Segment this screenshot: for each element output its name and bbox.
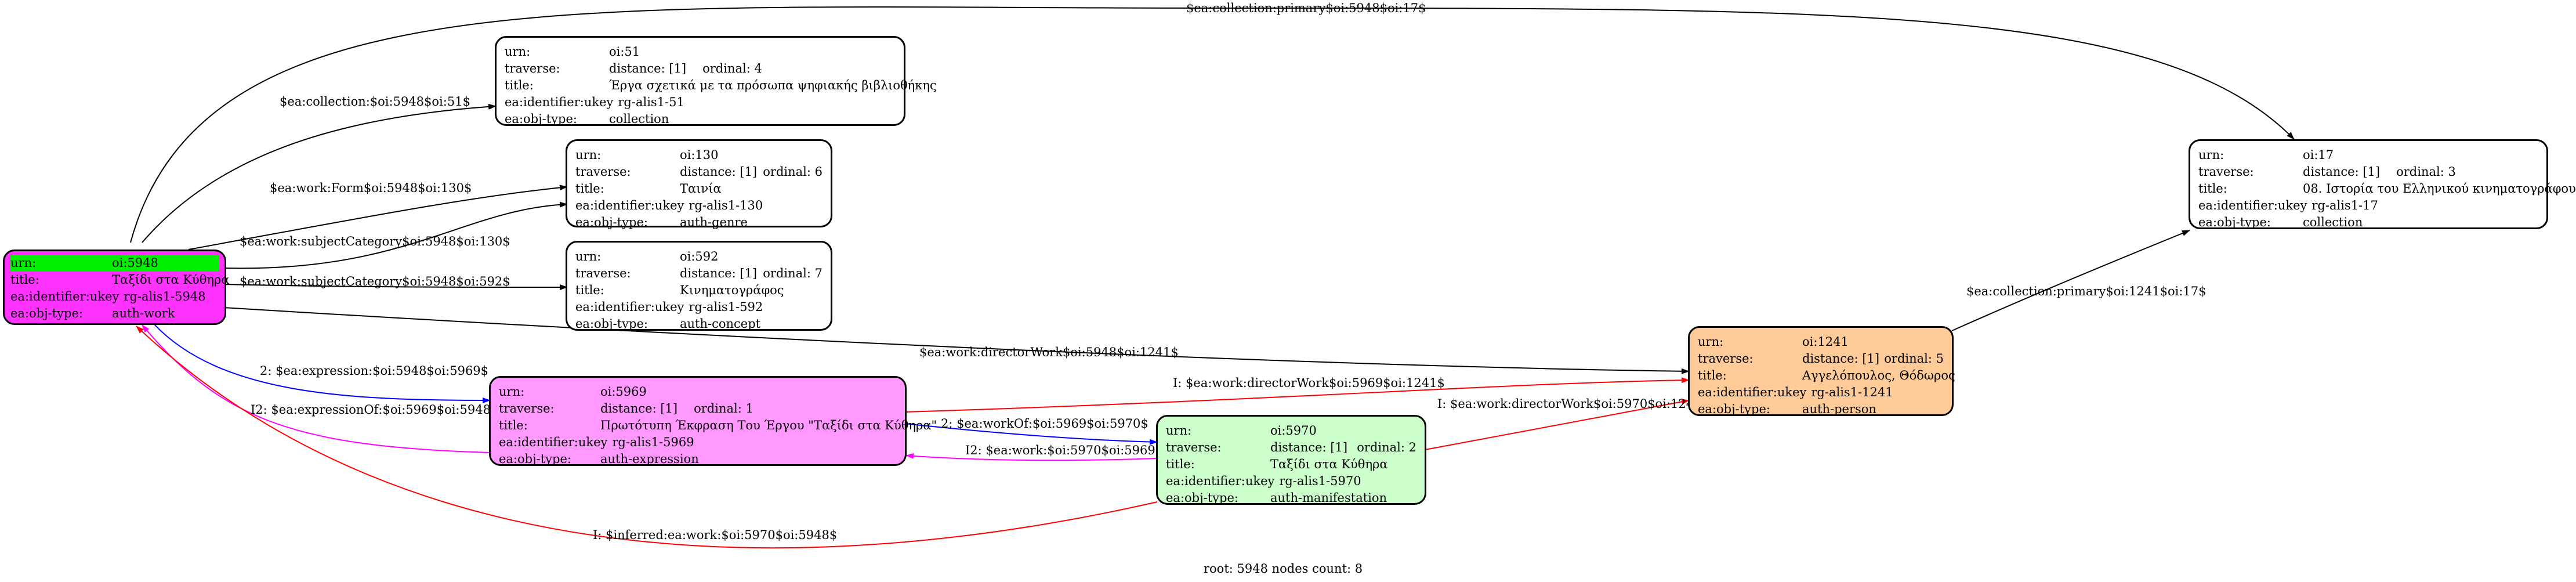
node-row-type: ea:obj-type:auth-concept [575, 317, 761, 331]
node-oi-592[interactable]: urn:oi:592 traverse:distance: [1]ordinal… [566, 241, 832, 331]
edge-collection-51 [142, 103, 497, 243]
edge-label-subject-category-592: $ea:work:subjectCategory$oi:5948$oi:592$ [240, 274, 510, 288]
node-row-title: title:Αγγελόπουλος, Θόδωρος [1698, 368, 1955, 382]
edge-director-work-5969 [904, 377, 1690, 413]
node-row-urn: urn:oi:5970 [1166, 424, 1317, 438]
edge-collection-primary-1241-17 [1951, 230, 2190, 331]
node-row-urn: urn:oi:130 [575, 148, 719, 162]
edge-work-form-130 [188, 185, 568, 250]
node-row-type: ea:obj-type:auth-genre [575, 215, 748, 229]
edge-label-subject-category-130: $ea:work:subjectCategory$oi:5948$oi:130$ [240, 234, 510, 248]
edge-label-expression: 2: $ea:expression:$oi:5948$oi:5969$ [260, 364, 489, 378]
edge-label-work-form-130: $ea:work:Form$oi:5948$oi:130$ [270, 181, 472, 195]
node-oi-5970[interactable]: urn:oi:5970 traverse:distance: [1]ordina… [1156, 415, 1426, 505]
edge-subject-category-592 [223, 284, 568, 290]
node-oi-1241[interactable]: urn:oi:1241 traverse:distance: [1]ordina… [1688, 326, 1955, 416]
edge-inferred-work [136, 326, 1158, 549]
edge-director-work-1241 [223, 307, 1690, 374]
edge-director-work-5970 [1425, 399, 1690, 450]
node-row-traverse: traverse:distance: [1]ordinal: 6 [575, 165, 823, 179]
node-row-title: title:Κινηματογράφος [575, 283, 784, 297]
node-root-work[interactable]: urn:oi:5948 title:Ταξίδι στα Κύθηρα ea:i… [3, 250, 230, 325]
node-oi-130[interactable]: urn:oi:130 traverse:distance: [1]ordinal… [566, 139, 832, 229]
node-row-urn: urn:oi:17 [2198, 148, 2334, 162]
edge-label-work-5970: I2: $ea:work:$oi:5970$oi:5969$ [965, 443, 1164, 457]
node-row-urn: urn:oi:592 [575, 250, 719, 263]
edge-collection-primary-17 [130, 6, 2295, 243]
node-row-type: ea:obj-type:collection [505, 112, 669, 126]
edge-work-5970 [905, 453, 1158, 461]
node-row-title: title:Ταξίδι στα Κύθηρα [10, 273, 230, 287]
node-row-traverse: traverse:distance: [1]ordinal: 7 [575, 266, 823, 280]
edge-label-collection-primary-1241-17: $ea:collection:primary$oi:1241$oi:17$ [1966, 284, 2207, 298]
node-oi-5969[interactable]: urn:oi:5969 traverse:distance: [1]ordina… [489, 376, 937, 466]
node-row-traverse: traverse:distance: [1]ordinal: 2 [1166, 440, 1416, 454]
node-row-traverse: traverse:distance: [1]ordinal: 1 [499, 402, 753, 415]
node-row-type: ea:obj-type:auth-expression [499, 452, 699, 466]
node-oi-17[interactable]: urn:oi:17 traverse:distance: [1]ordinal:… [2189, 139, 2576, 229]
node-row-title: title:Ταξίδι στα Κύθηρα [1166, 457, 1388, 471]
edge-label-work-of: 2: $ea:workOf:$oi:5969$oi:5970$ [941, 417, 1148, 431]
edge-label-director-work-5969: I: $ea:work:directorWork$oi:5969$oi:1241… [1173, 376, 1445, 390]
edge-expression [153, 323, 491, 403]
node-row-urn: urn:oi:5969 [499, 385, 647, 399]
edge-subject-category-130 [223, 201, 568, 269]
node-row-urn: urn:oi:5948 [10, 255, 219, 272]
node-row-title: title:Έργα σχετικά με τα πρόσωπα ψηφιακή… [505, 78, 937, 92]
node-row-title: title:08. Ιστορία του Ελληνικού κινηματο… [2198, 182, 2576, 196]
node-row-traverse: traverse:distance: [1]ordinal: 3 [2198, 165, 2456, 179]
edge-work-of [904, 423, 1158, 445]
node-row-urn: urn:oi:1241 [1698, 335, 1849, 349]
edge-label-expression-of: I2: $ea:expressionOf:$oi:5969$oi:5948$ [251, 403, 499, 417]
node-row-traverse: traverse:distance: [1]ordinal: 4 [505, 62, 762, 75]
node-oi-51[interactable]: urn:oi:51 traverse:distance: [1]ordinal:… [495, 36, 937, 126]
edge-label-collection-primary-17: $ea:collection:primary$oi:5948$oi:17$ [1186, 1, 1426, 15]
node-row-type: ea:obj-type:auth-person [1698, 402, 1876, 416]
node-row-type: ea:obj-type:collection [2198, 215, 2363, 229]
node-row-urn: urn:oi:51 [505, 45, 640, 59]
graph-footer: root: 5948 nodes count: 8 [1204, 562, 1363, 576]
node-row-title: title:Πρωτότυπη Έκφραση Του Έργου "Ταξίδ… [499, 418, 937, 432]
edge-expression-of [142, 324, 491, 453]
edge-label-director-work-1241: $ea:work:directorWork$oi:5948$oi:1241$ [919, 345, 1179, 359]
node-row-type: ea:obj-type:auth-manifestation [1166, 491, 1387, 505]
edge-label-director-work-5970: I: $ea:work:directorWork$oi:5970$oi:1241… [1437, 397, 1709, 411]
edge-label-inferred-work: I: $inferred:ea:work:$oi:5970$oi:5948$ [593, 528, 838, 542]
edge-label-collection-51: $ea:collection:$oi:5948$oi:51$ [280, 95, 470, 109]
node-row-traverse: traverse:distance: [1]ordinal: 5 [1698, 352, 1944, 366]
node-row-title: title:Ταινία [575, 182, 722, 196]
node-row-type: ea:obj-type:auth-work [10, 306, 175, 320]
